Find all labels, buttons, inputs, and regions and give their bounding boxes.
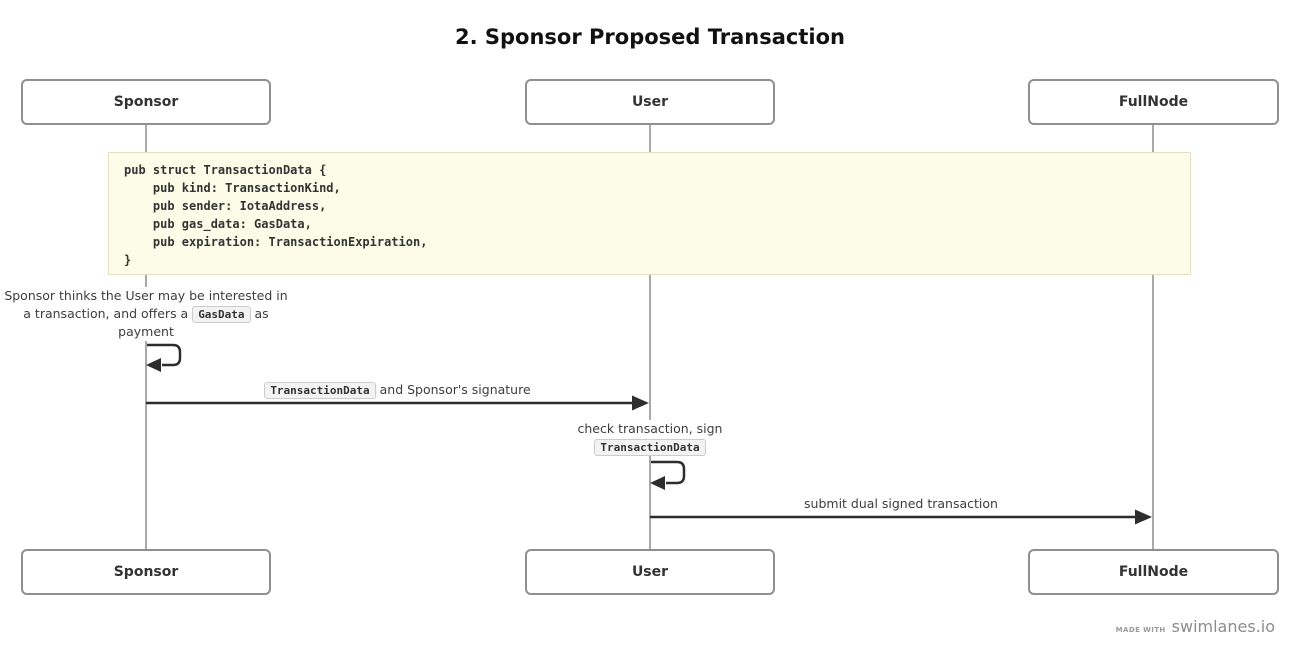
actor-box-sponsor-bottom: Sponsor (21, 549, 271, 595)
self-note-user: check transaction, sign TransactionData (535, 420, 765, 456)
actor-label-user: User (631, 94, 669, 110)
inline-code-transactiondata-2: TransactionData (594, 439, 706, 456)
note-text-after: as payment (118, 306, 269, 339)
brand-swimlanes-io: swimlanes.io (1171, 617, 1275, 636)
message-label-sponsor-to-user: TransactionData and Sponsor's signature (146, 381, 649, 399)
message-text-1: and Sponsor's signature (375, 382, 531, 397)
actor-label-sponsor: Sponsor (113, 94, 179, 110)
actor-box-user-bottom: User (525, 549, 775, 595)
actor-label-sponsor-bottom: Sponsor (113, 564, 179, 580)
footer-branding: MADE WITH swimlanes.io (1116, 617, 1275, 636)
actor-label-fullnode-bottom: FullNode (1118, 564, 1189, 580)
inline-code-transactiondata: TransactionData (264, 382, 376, 399)
actor-box-fullnode-top: FullNode (1028, 79, 1279, 125)
made-with-label: MADE WITH (1115, 626, 1166, 634)
actor-label-user-bottom: User (631, 564, 669, 580)
actor-box-fullnode-bottom: FullNode (1028, 549, 1279, 595)
self-note-sponsor: Sponsor thinks the User may be intereste… (0, 287, 292, 341)
lifeline-user (649, 125, 651, 549)
self-loop-arrow-user (651, 460, 686, 485)
self-loop-arrowhead-sponsor (146, 358, 161, 372)
note-text-line1: check transaction, sign (577, 421, 723, 436)
code-note-transactiondata-struct: pub struct TransactionData { pub kind: T… (108, 152, 1191, 275)
self-loop-arrowhead-user (650, 476, 665, 490)
self-loop-arrow-sponsor (147, 343, 182, 367)
diagram-title: 2. Sponsor Proposed Transaction (455, 25, 845, 49)
actor-label-fullnode: FullNode (1118, 94, 1189, 110)
inline-code-gasdata: GasData (192, 306, 251, 323)
note-text-before: Sponsor thinks the User may be intereste… (4, 288, 288, 321)
actor-box-sponsor-top: Sponsor (21, 79, 271, 125)
message-label-user-to-fullnode: submit dual signed transaction (804, 496, 998, 511)
actor-box-user-top: User (525, 79, 775, 125)
lifeline-fullnode (1152, 125, 1154, 549)
